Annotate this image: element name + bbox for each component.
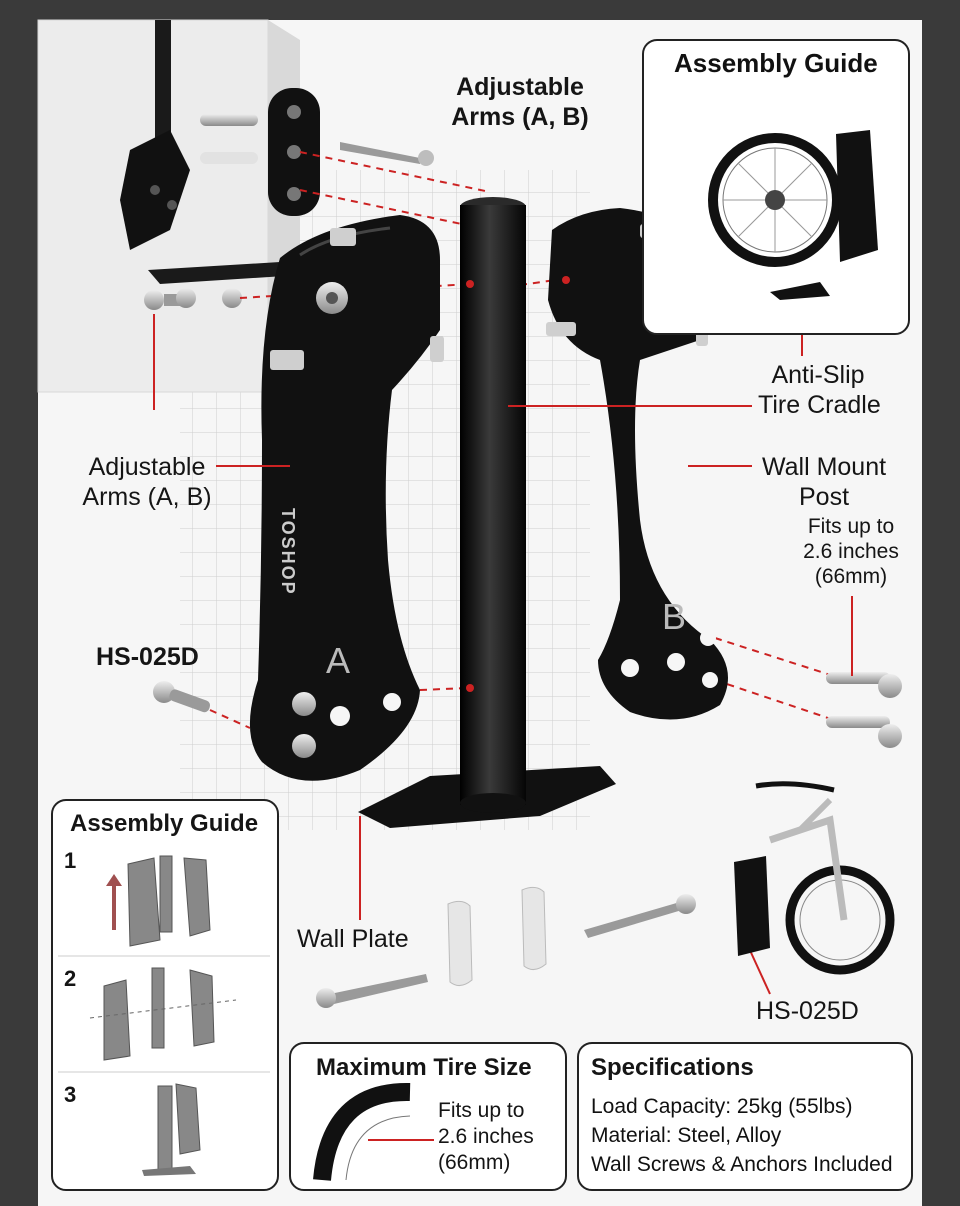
specifications-box bbox=[577, 1042, 913, 1191]
wall-post-line1: Wall Mount bbox=[761, 453, 887, 481]
step-2-illustration bbox=[89, 967, 237, 1061]
anchors-screws bbox=[316, 886, 696, 1008]
specifications-list: Load Capacity: 25kg (55lbs) Material: St… bbox=[591, 1092, 893, 1179]
anti-slip-line1: Anti-Slip bbox=[771, 361, 865, 389]
model-left-label: HS-025D bbox=[96, 643, 199, 671]
top-arms-label-line1: Adjustable bbox=[456, 73, 584, 101]
left-bolts bbox=[144, 288, 242, 310]
model-right-label: HS-025D bbox=[756, 997, 859, 1025]
wall-plate-label: Wall Plate bbox=[297, 925, 409, 953]
tire-size-line2: 2.6 inches bbox=[438, 1125, 534, 1148]
step-1-number: 1 bbox=[64, 848, 77, 873]
tire-size-title: Maximum Tire Size bbox=[316, 1054, 532, 1081]
step-3-number: 3 bbox=[64, 1082, 77, 1107]
anti-slip-line2: Tire Cradle bbox=[758, 391, 881, 419]
spec-included: Wall Screws & Anchors Included bbox=[591, 1153, 893, 1176]
tire-illustration bbox=[313, 1082, 434, 1181]
top-arms-label-line2: Arms (A, B) bbox=[451, 103, 589, 131]
specifications-title: Specifications bbox=[591, 1054, 754, 1081]
fits-right-line1: Fits up to bbox=[807, 515, 895, 538]
l-plate bbox=[148, 262, 300, 284]
step-2-number: 2 bbox=[64, 966, 77, 991]
bike-bottom-right bbox=[734, 781, 895, 975]
right-bolts bbox=[826, 672, 902, 748]
spec-material: Material: Steel, Alloy bbox=[591, 1124, 782, 1147]
wall-post-line2: Post bbox=[798, 483, 850, 511]
step-1-illustration bbox=[106, 855, 211, 947]
top-screws bbox=[200, 114, 434, 166]
assembly-guide-top-title: Assembly Guide bbox=[674, 48, 878, 78]
arms-left-callout: Adjustable Arms (A, B) bbox=[76, 452, 218, 512]
wall-mount-post bbox=[358, 197, 616, 828]
assembly-guide-bottom-box bbox=[51, 799, 279, 1191]
bike-wheel-top bbox=[708, 130, 878, 300]
anti-slip-callout: Anti-Slip Tire Cradle bbox=[758, 360, 881, 420]
fits-right-line3: (66mm) bbox=[814, 565, 888, 588]
arm-b-letter: B bbox=[662, 596, 687, 637]
tire-size-line1: Fits up to bbox=[438, 1099, 525, 1122]
tire-size-text: Fits up to 2.6 inches (66mm) bbox=[438, 1098, 534, 1176]
wall-block bbox=[37, 19, 300, 393]
tire-size-line3: (66mm) bbox=[438, 1151, 511, 1174]
arms-left-line2: Arms (A, B) bbox=[82, 483, 212, 511]
brand-text: TOSHOP bbox=[278, 508, 298, 596]
fits-right-callout: Fits up to 2.6 inches (66mm) bbox=[796, 514, 906, 589]
small-wall-bracket bbox=[268, 88, 320, 216]
step-3-illustration bbox=[142, 1083, 201, 1176]
arm-a bbox=[249, 215, 444, 781]
fits-right-line2: 2.6 inches bbox=[803, 540, 899, 563]
wall-post-callout: Wall Mount Post bbox=[752, 452, 896, 512]
arms-left-line1: Adjustable bbox=[88, 453, 206, 481]
tire-size-box bbox=[289, 1042, 567, 1191]
left-single-bolt bbox=[153, 681, 211, 713]
spec-load-capacity: Load Capacity: 25kg (55lbs) bbox=[591, 1095, 853, 1118]
top-arms-label: Adjustable Arms (A, B) bbox=[430, 72, 610, 132]
arm-a-letter: A bbox=[326, 640, 351, 681]
assembly-guide-bottom-title: Assembly Guide bbox=[70, 810, 259, 837]
